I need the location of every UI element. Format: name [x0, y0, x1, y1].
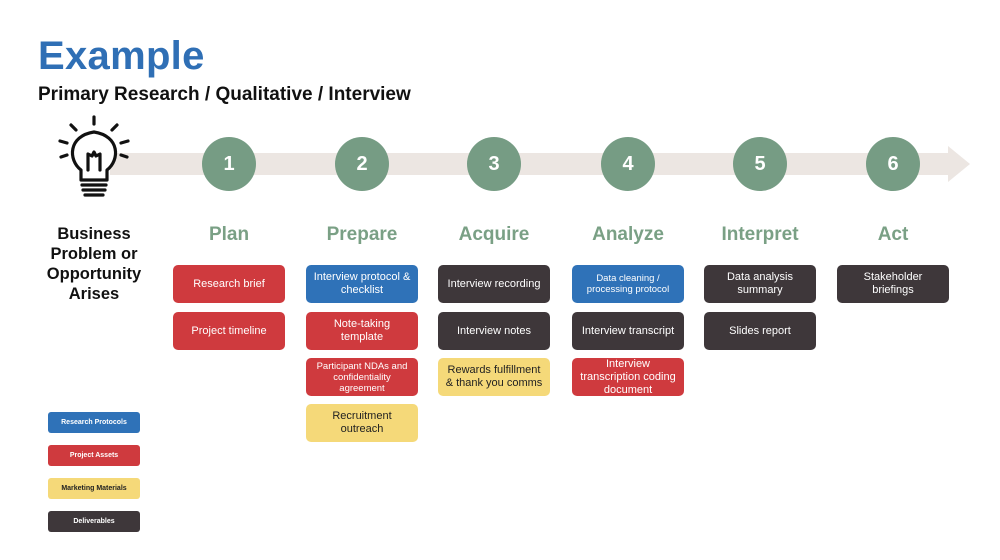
- step-4-circle: 4: [601, 137, 655, 191]
- step-5-label: Interpret: [721, 224, 799, 245]
- step-3-card: Interview recording: [438, 265, 550, 303]
- step-4-card: Data cleaning / processing protocol: [572, 265, 684, 303]
- legend-item-marketing-materials: Marketing Materials: [48, 478, 140, 499]
- step-5-circle: 5: [733, 137, 787, 191]
- step-4-card: Interview transcript: [572, 312, 684, 350]
- step-5-card: Data analysis summary: [704, 265, 816, 303]
- step-3-circle: 3: [467, 137, 521, 191]
- step-2-card: Participant NDAs and confidentiality agr…: [306, 358, 418, 396]
- step-1-circle: 1: [202, 137, 256, 191]
- step-4-card: Interview transcription coding document: [572, 358, 684, 396]
- process-arrow-head: [948, 146, 970, 182]
- step-2-card: Interview protocol & checklist: [306, 265, 418, 303]
- step-2-circle: 2: [335, 137, 389, 191]
- step-5-card: Slides report: [704, 312, 816, 350]
- page-title: Example: [38, 34, 205, 78]
- step-1-card: Research brief: [173, 265, 285, 303]
- step-2-label: Prepare: [326, 224, 398, 245]
- step-4-label: Analyze: [592, 224, 664, 245]
- step-6-circle: 6: [866, 137, 920, 191]
- business-problem-label: Business Problem or Opportunity Arises: [46, 225, 142, 303]
- page-subtitle: Primary Research / Qualitative / Intervi…: [38, 84, 411, 105]
- legend-item-project-assets: Project Assets: [48, 445, 140, 466]
- legend-item-research-protocols: Research Protocols: [48, 412, 140, 433]
- legend-item-deliverables: Deliverables: [48, 511, 140, 532]
- step-3-card: Interview notes: [438, 312, 550, 350]
- step-6-label: Act: [877, 224, 909, 245]
- step-2-card: Recruitment outreach: [306, 404, 418, 442]
- step-1-label: Plan: [208, 224, 250, 245]
- step-1-card: Project timeline: [173, 312, 285, 350]
- step-2-card: Note-taking template: [306, 312, 418, 350]
- step-3-label: Acquire: [458, 224, 530, 245]
- step-6-card: Stakeholder briefings: [837, 265, 949, 303]
- lightbulb-icon: [58, 115, 130, 197]
- step-3-card: Rewards fulfillment & thank you comms: [438, 358, 550, 396]
